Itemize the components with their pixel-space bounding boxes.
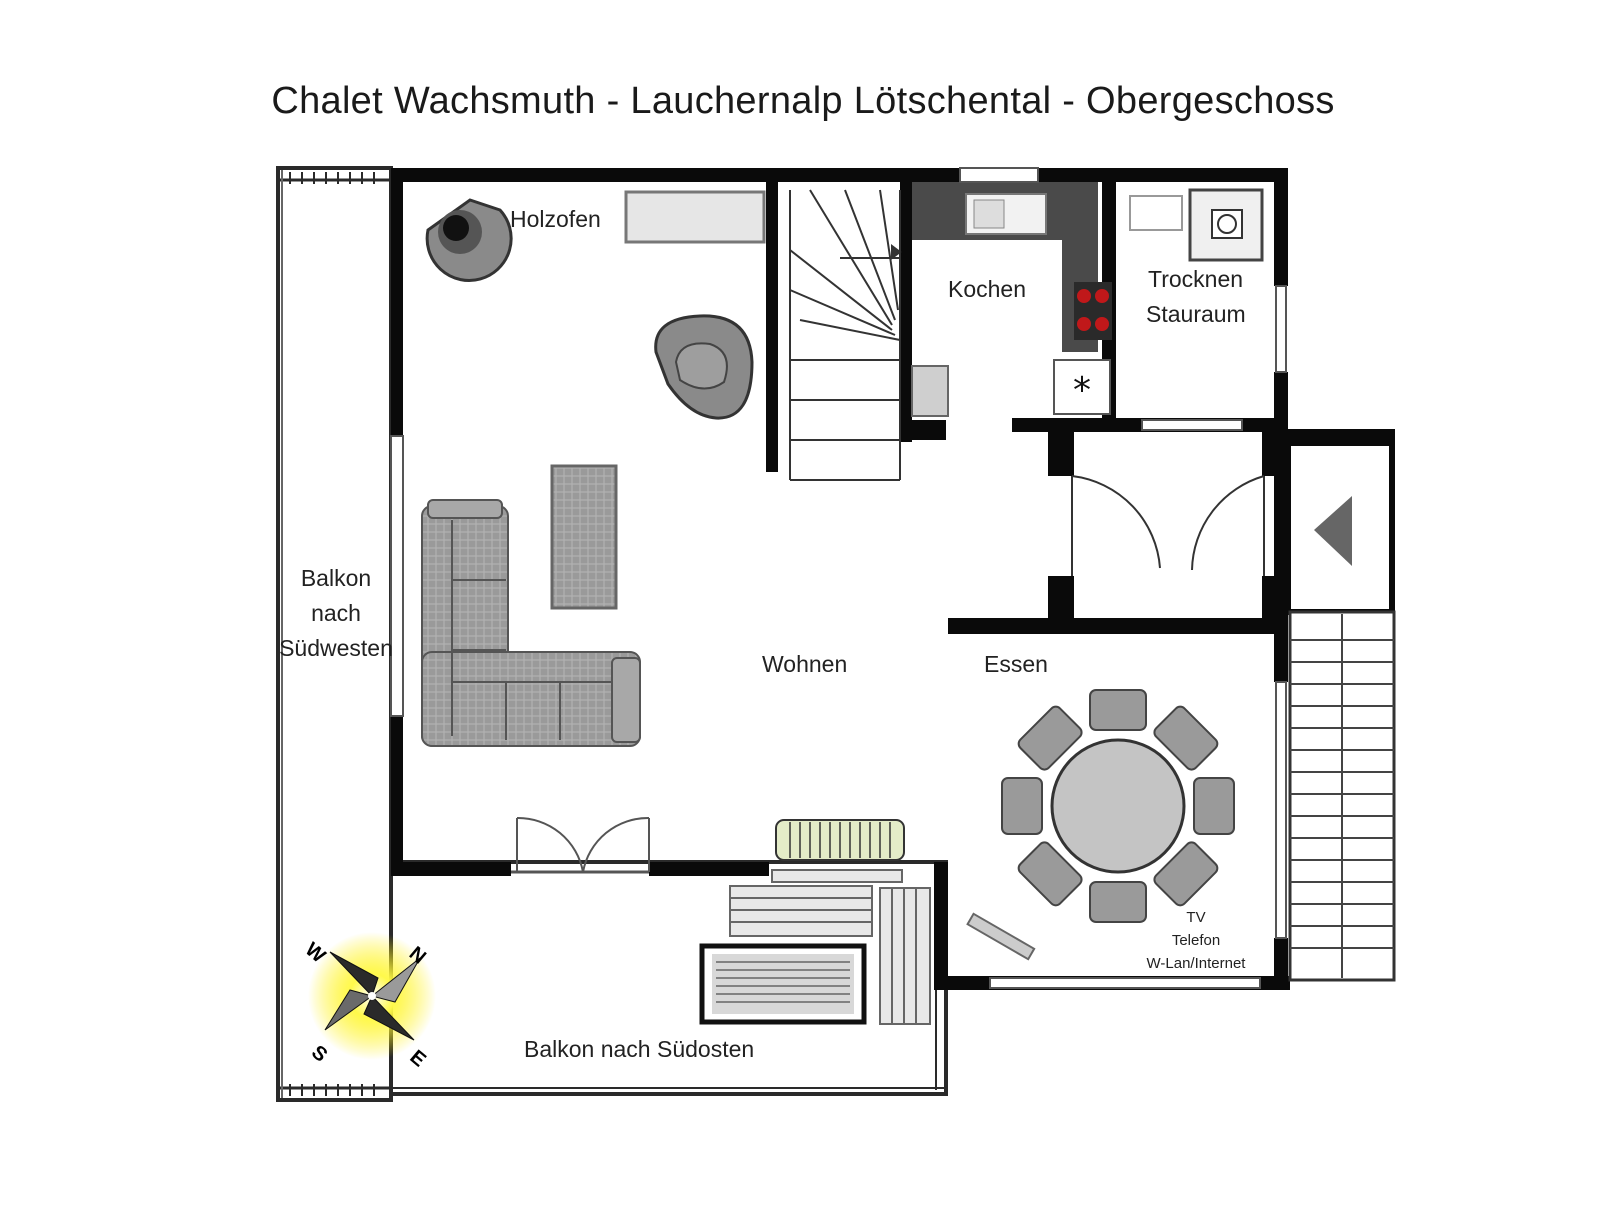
windows: [390, 167, 1287, 989]
room-label-kochen: Kochen: [948, 276, 1026, 302]
svg-text:*: *: [1073, 370, 1091, 411]
room-label-balkon-so: Balkon nach Südosten: [524, 1036, 754, 1062]
fridge-icon: *: [1053, 359, 1111, 415]
room-label-essen: Essen: [984, 651, 1048, 677]
balcony-bench: [729, 869, 931, 1025]
room-label-wohnen: Wohnen: [762, 651, 847, 677]
tv-bench: [966, 912, 1036, 961]
compass-rose-icon: W N S E: [301, 932, 436, 1071]
wood-stove-icon: [425, 198, 513, 282]
washing-machine-icon: [1188, 188, 1264, 262]
hall-doors: [1071, 475, 1265, 576]
walls: [391, 168, 1290, 990]
interior-staircase: [789, 189, 902, 481]
room-label-balkon-sw-2: nach: [311, 600, 361, 626]
equipment-wlan: W-Lan/Internet: [1147, 955, 1247, 972]
kitchen-sink: [965, 193, 1047, 235]
coffee-table: [550, 464, 618, 610]
armchair-icon: [654, 314, 754, 420]
storage-shelf: [1129, 195, 1183, 231]
railing-ticks-bottom: [289, 1084, 375, 1096]
room-label-stauraum: Stauraum: [1146, 301, 1246, 327]
dining-table: [1001, 689, 1235, 923]
room-label-holzofen: Holzofen: [510, 206, 601, 232]
room-label-trocknen: Trocknen: [1148, 266, 1243, 292]
room-label-balkon-sw-1: Balkon: [301, 565, 371, 591]
dining-chairs: [1001, 689, 1235, 923]
room-label-balkon-sw-3: Südwesten: [279, 635, 393, 661]
balcony-lounger: [699, 943, 867, 1025]
radiator-icon: [775, 819, 905, 861]
stove-icon: [1074, 282, 1112, 340]
corner-sofa: [421, 499, 641, 747]
living-balcony-door: [511, 816, 650, 874]
railing-ticks-top: [289, 172, 375, 184]
entrance-arrow-icon: [1314, 496, 1352, 566]
sideboard: [624, 190, 766, 244]
plan-title: Chalet Wachsmuth - Lauchernalp Lötschent…: [271, 80, 1335, 122]
kitchen-cabinet: [911, 365, 949, 417]
entrance-landing: [1285, 429, 1396, 982]
equipment-telefon: Telefon: [1172, 932, 1220, 949]
equipment-tv: TV: [1186, 909, 1205, 926]
